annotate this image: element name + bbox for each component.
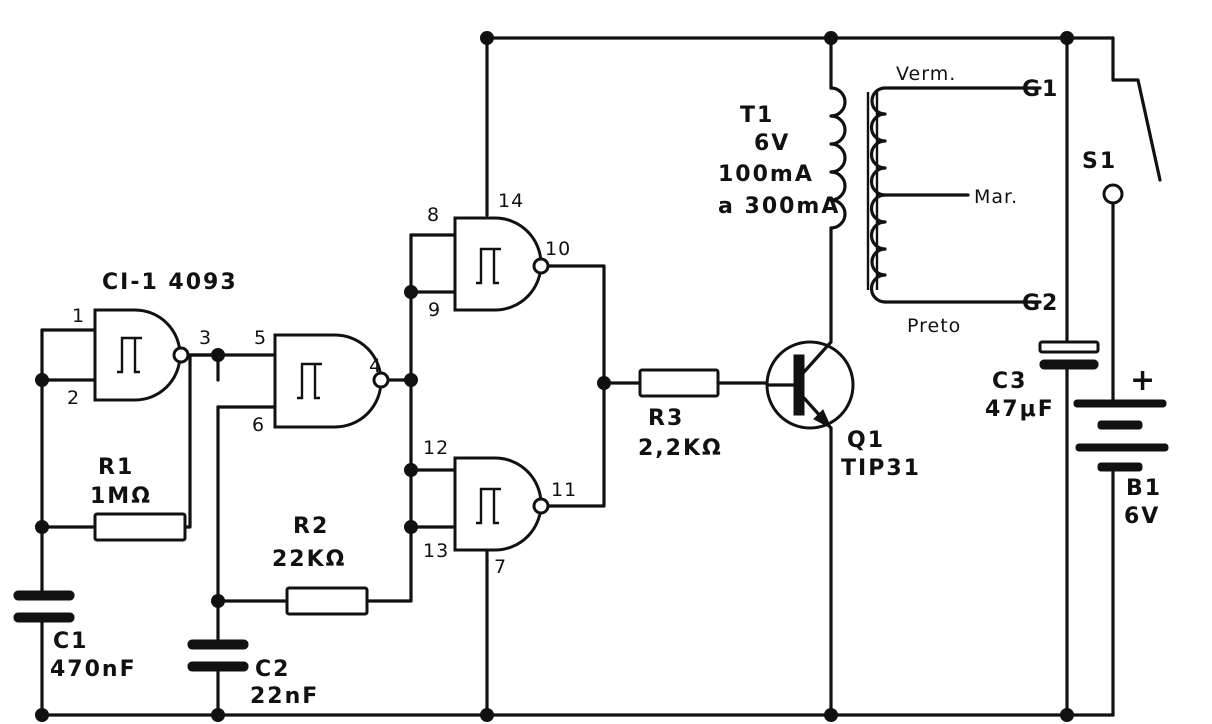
junction-dots [35, 31, 1074, 722]
pin-label: 9 [428, 299, 441, 321]
nand-gate-4 [453, 456, 550, 552]
pin-label: 5 [254, 327, 267, 349]
junction-dot [1060, 31, 1074, 45]
r1-ref-label: R1 [98, 455, 134, 480]
wire-brown-label: Mar. [974, 186, 1018, 208]
junction-dot [404, 520, 418, 534]
c1-ref-label: C1 [53, 629, 88, 654]
r3-ref-label: R3 [648, 406, 684, 431]
junction-dot [404, 373, 418, 387]
schmitt-icon [297, 362, 322, 400]
secondary-coil [869, 86, 887, 304]
pin-label: 6 [252, 414, 265, 436]
primary-coil [829, 86, 847, 230]
c3-ref-label: C3 [992, 369, 1027, 394]
junction-dot [404, 463, 418, 477]
transistor-q1 [765, 340, 855, 430]
junction-dot [824, 708, 838, 722]
battery-b1 [1073, 399, 1169, 472]
q1-ref-label: Q1 [847, 428, 885, 453]
wires [40, 36, 1115, 717]
schmitt-icon [476, 487, 501, 525]
t1-ref-label: T1 [740, 103, 774, 128]
resistor-r1 [93, 512, 187, 542]
pin-label: 8 [427, 204, 440, 226]
b1-ref-label: B1 [1126, 476, 1162, 501]
c3-value-label: 47μF [985, 397, 1055, 422]
resistor-r2 [285, 586, 369, 616]
b1-value-label: 6V [1124, 504, 1160, 529]
r3-value-label: 2,2KΩ [638, 436, 723, 461]
nand-gate-2 [273, 333, 390, 429]
resistor-r3 [638, 368, 720, 398]
pin-label: 12 [423, 437, 449, 459]
junction-dot [211, 348, 225, 362]
nand-gate-1 [93, 308, 190, 402]
r2-right-wire [365, 525, 413, 603]
switch-s1 [1102, 78, 1162, 205]
junction-dot [404, 285, 418, 299]
junction-dot [1060, 708, 1074, 722]
pin-label: 14 [498, 190, 524, 212]
labels: CI-1 4093 1 2 3 5 4 6 8 9 14 10 12 13 11… [50, 63, 1162, 709]
ic-label: CI-1 4093 [102, 270, 238, 295]
output-g1-label: G1 [1022, 77, 1059, 102]
junction-dot [211, 708, 225, 722]
c2-ref-label: C2 [255, 657, 290, 682]
wire-black-label: Preto [907, 315, 961, 337]
r2-ref-label: R2 [293, 514, 329, 539]
c2-value-label: 22nF [250, 684, 319, 709]
q1-part-label: TIP31 [841, 456, 921, 481]
r2-value-label: 22KΩ [272, 547, 346, 572]
nand-gate-3 [453, 216, 550, 312]
t1-current-max-label: a 300mA [718, 194, 840, 219]
junction-dot [480, 708, 494, 722]
capacitor-c1 [13, 590, 75, 623]
transformer-t1 [829, 86, 887, 304]
capacitor-c3 [1038, 340, 1100, 370]
junction-dot [35, 708, 49, 722]
wire-red-label: Verm. [896, 63, 956, 85]
r1-feedback-wire [183, 353, 220, 529]
junction-dot [211, 594, 225, 608]
battery-plus-label: + [1130, 363, 1155, 398]
junction-dot [824, 31, 838, 45]
pin-label: 3 [199, 327, 212, 349]
schmitt-icon [117, 336, 142, 374]
pin-label: 2 [67, 387, 80, 409]
capacitor-c2 [187, 639, 249, 672]
pin-label: 11 [551, 479, 577, 501]
pin-label: 4 [369, 355, 382, 377]
junction-dot [35, 520, 49, 534]
junction-dot [35, 373, 49, 387]
output-g2-label: G2 [1022, 291, 1059, 316]
pin-label: 13 [423, 540, 449, 562]
r1-value-label: 1MΩ [90, 484, 152, 509]
schmitt-icon [476, 247, 501, 285]
pin-label: 10 [545, 238, 571, 260]
s1-label: S1 [1082, 149, 1117, 174]
junction-dot [597, 376, 611, 390]
gate-outputs-wire [543, 264, 606, 508]
junction-dot [480, 31, 494, 45]
c1-value-label: 470nF [50, 657, 137, 682]
t1-voltage-label: 6V [754, 131, 790, 156]
t1-current-label: 100mA [718, 162, 814, 187]
pin-label: 1 [72, 305, 85, 327]
pin-label: 7 [494, 556, 507, 578]
